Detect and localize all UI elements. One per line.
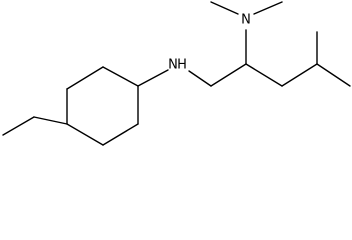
amine-nh-label: N H — [168, 58, 187, 73]
ring-bond-6 — [66, 123, 104, 146]
dimethylamino-group: N — [210, 1, 283, 65]
bond-ch2-to-ch-branch — [281, 63, 318, 87]
cyclohexane-ring — [66, 66, 139, 146]
isobutyl-group — [245, 31, 351, 87]
bond-branch-methyl-right — [316, 63, 351, 87]
ring-bond-3 — [102, 66, 139, 87]
ring-bond-5 — [102, 123, 139, 146]
bond-ch-to-ch2 — [245, 63, 283, 87]
amine-hydrogen-label: H — [177, 58, 187, 73]
bond-nh-to-ch2 — [188, 70, 212, 87]
ethyl-group — [2, 116, 68, 136]
bond-ch2-to-ch — [210, 63, 247, 87]
ring-bond-2 — [66, 66, 104, 90]
amine-nitrogen-label: N — [168, 58, 178, 73]
dimethylamino-nitrogen-label: N — [241, 13, 251, 28]
bond-ethyl-ch2 — [33, 116, 68, 125]
bond-n-methyl-right — [253, 1, 283, 15]
bond-ethyl-ch3 — [2, 116, 35, 136]
bond-ring-to-nh — [137, 69, 169, 87]
bond-n-methyl-left — [210, 1, 239, 15]
chemical-structure: N H N — [2, 1, 351, 146]
